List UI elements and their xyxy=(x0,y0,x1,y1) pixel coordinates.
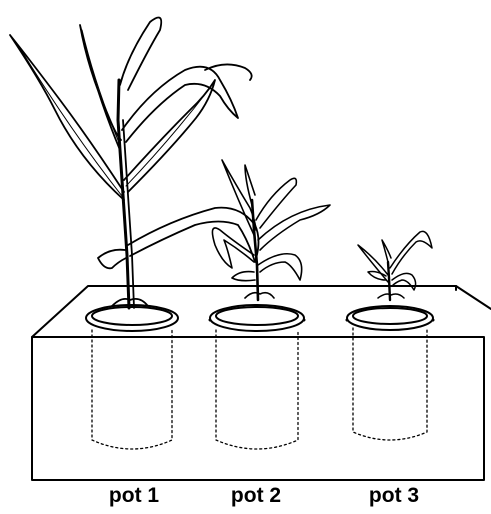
plant-3-leaf xyxy=(392,273,416,290)
plant-1-leaf-vein xyxy=(18,45,122,196)
plant-3-leaf xyxy=(382,240,391,262)
plant-2-leaf xyxy=(245,165,255,205)
plant-2-base-roots xyxy=(245,293,274,298)
plant-3 xyxy=(358,231,432,300)
plant-2-leaf xyxy=(232,272,255,281)
plant-1-leaf xyxy=(120,18,161,91)
plant-1-leaf xyxy=(122,67,238,142)
plant-1 xyxy=(10,18,259,309)
pot-3-rim xyxy=(347,306,433,330)
plant-2 xyxy=(212,160,330,300)
plant-1-leaf xyxy=(205,64,252,80)
plant-1-leaf xyxy=(128,208,259,262)
plant-2-leaf xyxy=(212,228,254,268)
plant-2-leaf xyxy=(258,205,330,250)
pot-2-rim xyxy=(210,305,304,331)
plant-2-leaf xyxy=(256,178,296,228)
pot-2-label: pot 2 xyxy=(231,484,281,508)
plant-2-leaf xyxy=(222,160,256,235)
box-front-outline xyxy=(32,337,484,480)
pot-3-label: pot 3 xyxy=(369,484,419,508)
plant-1-leaf xyxy=(98,250,126,269)
pot-1-label: pot 1 xyxy=(109,484,159,508)
plant-2-leaf xyxy=(258,254,302,280)
pot-1-rim xyxy=(86,305,178,331)
plant-3-leaf xyxy=(390,231,432,274)
